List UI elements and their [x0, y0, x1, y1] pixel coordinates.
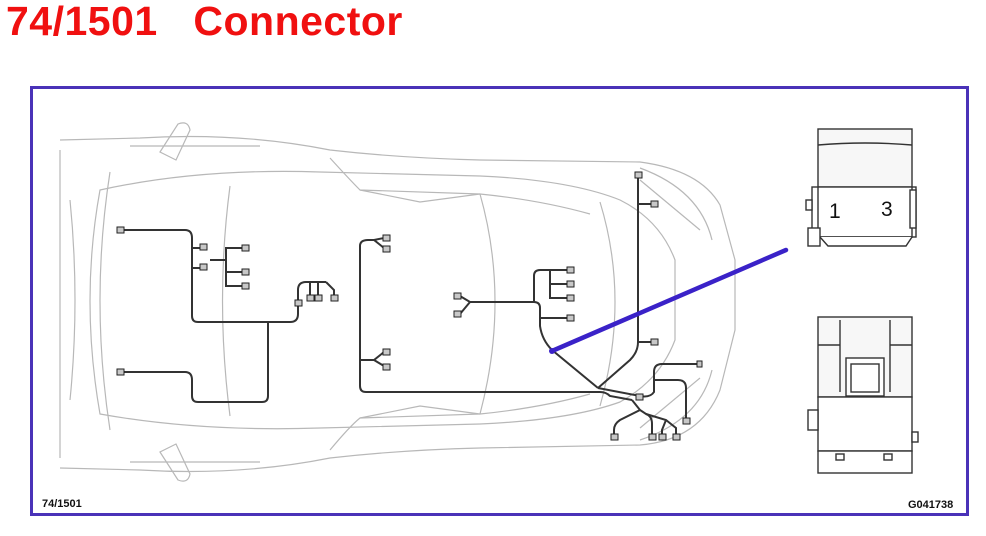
wiring-harness: [124, 178, 698, 436]
harness-connectors: [116, 171, 703, 441]
pin-label-3: 3: [881, 198, 893, 221]
pin-label-1: 1: [829, 200, 841, 223]
graphic-id: G041738: [908, 499, 954, 511]
diagram-reference: 74/1501: [42, 498, 82, 510]
diagram-frame: [30, 86, 969, 516]
car-body-outline: [59, 122, 736, 482]
connector-rear-view: [807, 316, 919, 474]
connector-front-view: [805, 128, 917, 247]
page-title: 74/1501 Connector: [6, 0, 403, 44]
connector-pointer: [549, 247, 789, 354]
